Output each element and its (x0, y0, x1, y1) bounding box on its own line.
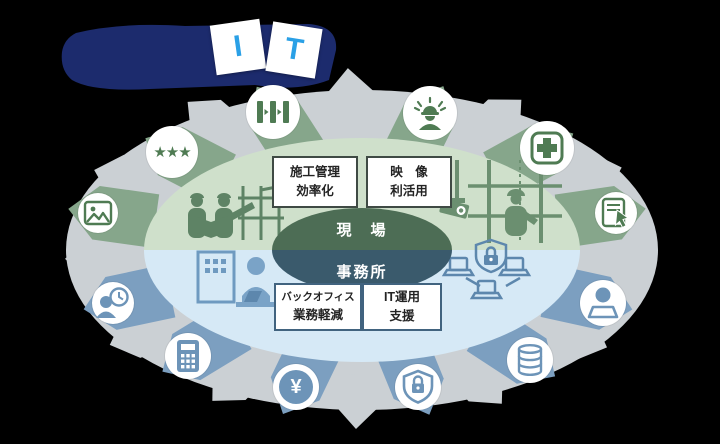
yen-icon: ¥ (273, 364, 319, 410)
scaffold-worker-illustration (468, 160, 562, 243)
first-aid-cross-glyph (530, 131, 564, 165)
three-stars-glyph: ★★★ (153, 143, 191, 161)
shield-lock-glyph (402, 369, 434, 404)
worker-alert-glyph (413, 96, 447, 130)
site-zone (144, 138, 580, 250)
box-video-utilization-line1: 映 像 (390, 165, 428, 180)
photo-icon (78, 193, 118, 233)
process-flow-glyph (257, 101, 289, 123)
box-it-operations: IT運用 支援 (362, 283, 442, 331)
box-back-office-line1: バックオフィス (281, 290, 355, 303)
box-back-office-line2: 業務軽減 (292, 307, 343, 322)
tablet-touch-glyph (601, 197, 630, 229)
title-artwork (61, 24, 337, 90)
first-aid-cross-icon (520, 121, 574, 175)
site-ellipse (272, 208, 452, 250)
three-stars-icon: ★★★ (146, 126, 198, 178)
person-laptop-icon (580, 280, 626, 326)
calculator-icon (165, 333, 211, 379)
network-illustration (441, 238, 532, 300)
yen-disc: ¥ (279, 370, 313, 404)
it-letter-i: I (231, 29, 245, 64)
site-label: 現 場 (336, 222, 388, 239)
yen-glyph: ¥ (290, 376, 302, 398)
box-back-office: バックオフィス 業務軽減 (274, 283, 362, 331)
box-it-operations-line2: 支援 (389, 309, 415, 323)
worker-alert-icon (403, 86, 457, 140)
database-icon (507, 337, 553, 383)
box-it-operations-line1: IT運用 (383, 290, 421, 305)
person-laptop-glyph (587, 287, 619, 319)
office-ellipse (272, 250, 452, 292)
box-video-utilization-line2: 利活用 (390, 184, 428, 198)
shield-lock-icon (395, 364, 441, 410)
office-label: 事務所 (336, 264, 388, 281)
box-construction-management-line2: 効率化 (296, 184, 334, 198)
process-flow-icon (246, 85, 300, 139)
box-construction-management: 施工管理 効率化 (272, 156, 358, 208)
tablet-touch-icon (595, 192, 637, 234)
person-clock-glyph (96, 287, 129, 318)
it-block-t: T (265, 21, 323, 79)
box-construction-management-line1: 施工管理 (289, 165, 340, 180)
it-letter-t: T (282, 31, 306, 68)
it-block-i: I (209, 18, 267, 76)
box-video-utilization: 映 像 利活用 (366, 156, 452, 208)
photo-glyph (83, 200, 113, 226)
database-glyph (517, 344, 543, 376)
person-clock-icon (92, 282, 134, 324)
calculator-glyph (177, 340, 199, 372)
